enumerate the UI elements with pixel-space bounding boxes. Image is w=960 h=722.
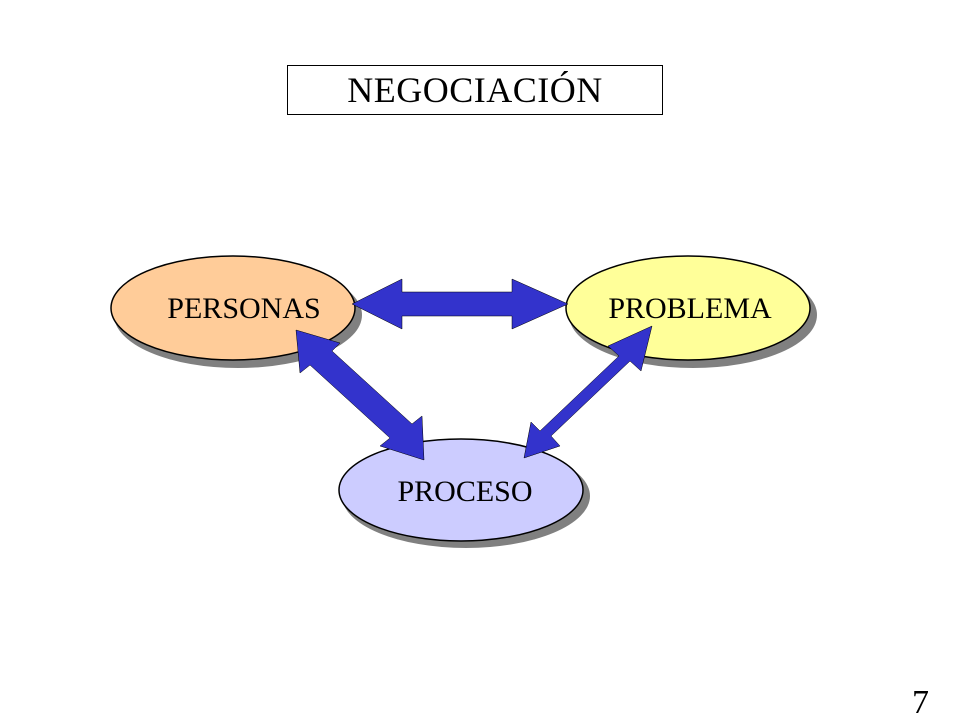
proceso-ellipse — [338, 438, 584, 542]
proceso-label: PROCESO — [397, 475, 532, 508]
problema-label: PROBLEMA — [608, 292, 772, 325]
arrow-personas-problema — [351, 278, 569, 330]
page-number: 7 — [912, 684, 929, 721]
arrow-personas-proceso — [295, 329, 425, 461]
title-text: NEGOCIACIÓN — [347, 70, 603, 110]
personas-ellipse — [110, 255, 356, 361]
title-box: NEGOCIACIÓN — [287, 65, 663, 115]
problema-ellipse — [565, 255, 811, 361]
arrow-problema-proceso — [523, 325, 653, 459]
personas-label: PERSONAS — [167, 292, 320, 325]
